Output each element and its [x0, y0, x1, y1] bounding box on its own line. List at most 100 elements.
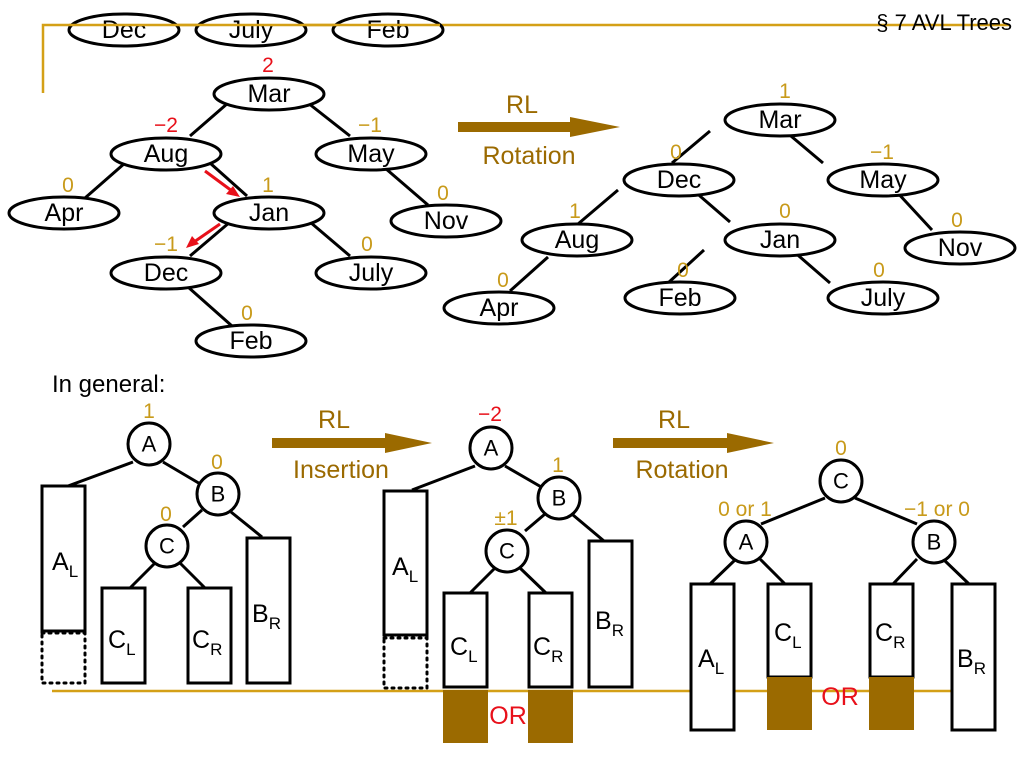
bf-feb: 0 [241, 302, 253, 325]
s1-node-c [144, 523, 190, 569]
red-arrowhead-2 [186, 236, 199, 248]
arrow2-right-icon [613, 433, 774, 453]
s1-edge-b-br [230, 510, 263, 539]
s3-edge-b-br [941, 557, 971, 586]
s3-node-a [723, 519, 769, 565]
s2-edge-b-br [572, 513, 605, 543]
edge-may-nov [384, 166, 429, 207]
seq-node-feb-label: Feb [366, 16, 409, 44]
s2-cr-label: CR [533, 633, 563, 666]
general-stage-2: AL CL CR OR BR A −2 B 1 C ±1 [382, 403, 634, 743]
node-dec-label: Dec [144, 259, 188, 287]
seq-node-dec-label: Dec [102, 16, 146, 44]
edge-jan-july [309, 220, 351, 258]
bf-aug: −2 [154, 114, 178, 137]
arrow2-label-top: RL [658, 406, 690, 434]
top-arrow-label-bottom: Rotation [482, 142, 575, 170]
s3-edge-a-al [708, 557, 738, 586]
red-arrowhead-1 [226, 186, 240, 197]
node-jan-label: Jan [249, 199, 289, 227]
arrow1-label-bottom: Insertion [293, 456, 389, 484]
node-may [314, 136, 428, 172]
s2-node-a-label: A [484, 436, 499, 461]
arrow2-label-bottom: Rotation [635, 456, 728, 484]
s3-br-label: BR [957, 645, 986, 678]
s1-node-a-label: A [142, 432, 157, 457]
seq-node-dec [67, 12, 181, 48]
s3-bf-a: 0 or 1 [718, 498, 772, 521]
bf-july: 0 [361, 233, 373, 256]
slide-title: § 7 AVL Trees [876, 10, 1012, 35]
a-node-apr-label: Apr [480, 294, 519, 322]
a-node-nov-label: Nov [938, 234, 983, 262]
rl-rotation-arrow-bottom: RL Rotation [613, 406, 774, 484]
s3-node-c-label: C [833, 469, 849, 494]
bf-may: −1 [358, 114, 382, 137]
a-bf-feb: 0 [677, 259, 689, 282]
s1-edge-b-c [181, 508, 204, 529]
edge-aug-apr [84, 161, 126, 200]
s2-or-label: OR [489, 702, 527, 730]
red-path-arrow-2 [193, 222, 221, 244]
node-aug [109, 136, 223, 172]
s2-al-label: AL [392, 553, 418, 586]
s3-or-label: OR [821, 683, 859, 711]
a-node-mar [723, 102, 837, 138]
s2-node-c-label: C [499, 539, 515, 564]
edge-mar-may [307, 101, 351, 138]
s3-cl-label: CL [774, 619, 802, 652]
node-aug-label: Aug [144, 140, 188, 168]
a-node-jan-label: Jan [760, 226, 800, 254]
general-stage-1: AL CL CR BR A 1 B 0 C 0 [40, 400, 292, 685]
a-node-dec-label: Dec [657, 166, 701, 194]
s3-cr-label: CR [875, 619, 905, 652]
s3-edge-a-cl [758, 557, 787, 586]
s2-edge-a-al [411, 464, 476, 492]
s2-cl-label: CL [450, 633, 478, 666]
s3-height-cr [869, 677, 914, 730]
a-bf-jan: 0 [779, 200, 791, 223]
a-node-apr [442, 290, 556, 326]
s1-cr-label: CR [192, 626, 222, 659]
a-node-aug [520, 222, 634, 258]
s2-edge-c-cl [468, 566, 497, 595]
node-nov [389, 203, 503, 239]
s2-node-b [536, 475, 582, 521]
bf-jan: 1 [262, 174, 274, 197]
s3-node-c [818, 458, 864, 504]
a-node-may [826, 162, 940, 198]
s1-bf-a: 1 [143, 400, 155, 423]
node-feb-label: Feb [229, 327, 272, 355]
s1-bf-c: 0 [160, 503, 172, 526]
node-feb [194, 323, 308, 359]
s3-node-a-label: A [739, 530, 754, 555]
a-node-dec [622, 162, 736, 198]
s2-height-increase-cr [528, 690, 573, 743]
node-may-label: May [347, 140, 395, 168]
a-node-july-label: July [861, 284, 906, 312]
edge-a-mar-dec [671, 129, 711, 165]
edge-aug-jan [209, 161, 248, 198]
s2-subtree-br [587, 539, 634, 689]
s1-node-a [126, 421, 172, 467]
node-nov-label: Nov [424, 207, 469, 235]
before-tree: Mar 2 Aug −2 May −1 Apr 0 Jan 1 Nov 0 De… [7, 54, 503, 359]
s2-bf-a: −2 [478, 403, 502, 426]
a-node-aug-label: Aug [555, 226, 599, 254]
a-bf-july: 0 [873, 259, 885, 282]
bf-apr: 0 [62, 174, 74, 197]
s3-edge-c-a [760, 496, 826, 526]
a-bf-may: −1 [870, 141, 894, 164]
node-dec [109, 255, 223, 291]
s3-height-cl [767, 677, 812, 730]
edge-a-jan-feb [666, 248, 706, 285]
in-general-label: In general: [52, 371, 165, 398]
top-arrow-label-top: RL [506, 91, 538, 119]
a-node-may-label: May [859, 166, 907, 194]
s2-br-label: BR [595, 607, 624, 640]
node-mar-label: Mar [247, 80, 290, 108]
s1-edge-a-al [67, 460, 134, 488]
rl-rotation-arrow-top: RL Rotation [458, 91, 620, 170]
node-apr [7, 195, 121, 231]
